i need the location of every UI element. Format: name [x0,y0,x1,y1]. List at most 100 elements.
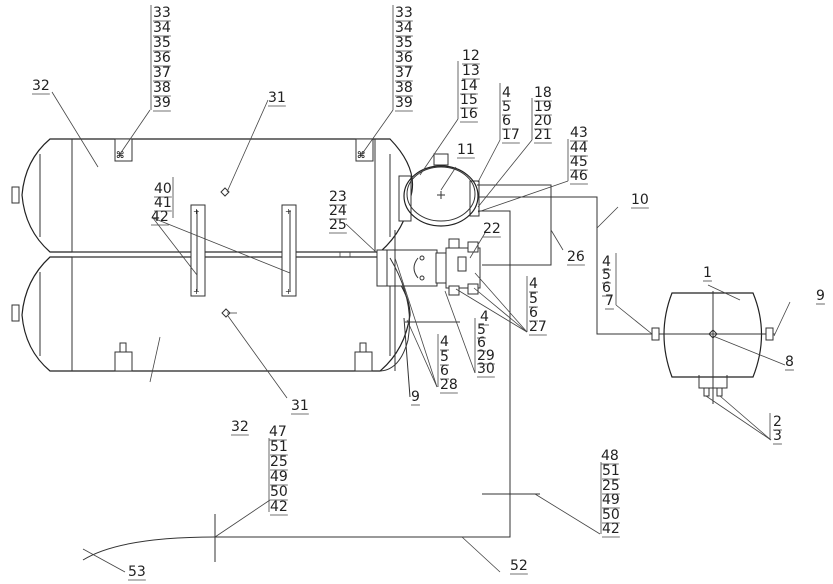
callout-31-top: 31 [268,90,286,106]
callout-51: 51 [602,463,620,479]
callout-38: 38 [153,80,171,96]
callout-12: 12 [462,48,480,64]
callout-52: 52 [510,558,528,574]
callout-35: 35 [395,35,413,51]
callout-6: 6 [477,335,486,351]
callout-stack-line-left: 47 51 25 49 50 42 [268,424,288,516]
callout-stack-aux-left: 4 5 6 7 [602,253,617,310]
callout-39: 39 [395,95,413,111]
callout-4: 4 [440,334,449,350]
callout-50: 50 [270,484,288,500]
relay-valve-22 [435,238,481,296]
end-plug-lower [11,304,20,322]
leader-lines [51,91,791,573]
svg-text:+: + [285,207,292,216]
callout-3: 3 [773,428,782,444]
callout-4: 4 [529,276,538,292]
callout-42: 42 [270,499,288,515]
callout-26: 26 [567,249,585,265]
callout-9-lower: 9 [411,389,420,405]
callout-9-right: 9 [816,288,825,304]
hose [379,257,411,372]
callout-10: 10 [631,192,649,208]
callout-37: 37 [395,65,413,81]
callout-5: 5 [602,267,611,283]
callout-42: 42 [151,209,169,225]
callout-4: 4 [602,254,611,270]
callout-5: 5 [502,99,511,115]
callout-stack-fitting: 23 24 25 [329,189,347,234]
callout-5: 5 [440,349,449,365]
callout-48: 48 [601,448,619,464]
callout-6: 6 [602,280,611,296]
marker-diamond-lower [221,308,231,318]
callout-50: 50 [602,507,620,523]
callout-49: 49 [270,469,288,485]
callout-34: 34 [153,20,171,36]
callout-32-top: 32 [32,78,50,94]
callout-23: 23 [329,189,347,205]
upper-tank [11,138,414,253]
callout-27: 27 [529,319,547,335]
callout-17: 17 [502,127,520,143]
callout-47: 47 [269,424,287,440]
callout-30: 30 [477,361,495,377]
callout-32-bottom: 32 [231,419,249,435]
callout-5: 5 [477,322,486,338]
callout-35: 35 [153,35,171,51]
callout-13: 13 [462,63,480,79]
callout-25: 25 [602,478,620,494]
callout-stack-tank-upper-right: 33 34 35 36 37 38 39 [392,5,413,112]
callout-2: 2 [773,414,782,430]
callout-33: 33 [153,5,171,21]
callout-28: 28 [440,377,458,393]
callout-11: 11 [457,142,475,158]
callout-29: 29 [477,348,495,364]
callout-45: 45 [570,154,588,170]
callout-31-bottom: 31 [291,398,309,414]
callout-stack-relay: 4 5 6 27 [526,276,547,336]
callout-39: 39 [153,95,171,111]
callout-41: 41 [154,195,172,211]
drain-valve-right [354,342,373,372]
callout-38: 38 [395,80,413,96]
callout-37: 37 [153,65,171,81]
callout-44: 44 [570,140,588,156]
aux-tank-1 [597,291,775,404]
callout-33: 33 [395,5,413,21]
callout-stack-valve-right: 18 19 20 21 [531,85,552,144]
callout-53: 53 [128,564,146,580]
callout-16: 16 [460,106,478,122]
end-plug-upper [11,186,20,204]
callout-stack-pipe: 43 44 45 46 [567,125,588,185]
callout-stack-tank-upper-left: 33 34 35 36 37 38 39 [150,5,171,112]
callout-stack-bracket: 40 41 42 [151,177,174,226]
callout-34: 34 [395,20,413,36]
callout-14: 14 [460,78,478,94]
callout-6: 6 [440,363,449,379]
pipe-52 [215,210,511,538]
callout-4: 4 [502,85,511,101]
callout-20: 20 [534,113,552,129]
callout-6: 6 [502,113,511,129]
callout-21: 21 [534,127,552,143]
callout-stack-valve-mid: 4 5 6 17 [499,83,520,144]
lower-tank [11,256,411,372]
strap-right: + + [281,204,297,297]
valve-housing-11 [398,153,480,227]
callout-36: 36 [153,50,171,66]
pipe-26 [477,184,552,266]
svg-text:+: + [193,207,200,216]
callout-stack-aux-bottom: 2 3 [769,413,782,445]
callout-7: 7 [605,293,614,309]
marker-diamond-upper [220,187,230,197]
callout-40: 40 [154,181,172,197]
callout-49: 49 [602,492,620,508]
mount-plate [376,249,438,287]
svg-text:+: + [193,287,200,296]
callout-4: 4 [480,309,489,325]
callout-43: 43 [570,125,588,141]
svg-text:⌘: ⌘ [116,151,124,161]
callout-19: 19 [534,99,552,115]
